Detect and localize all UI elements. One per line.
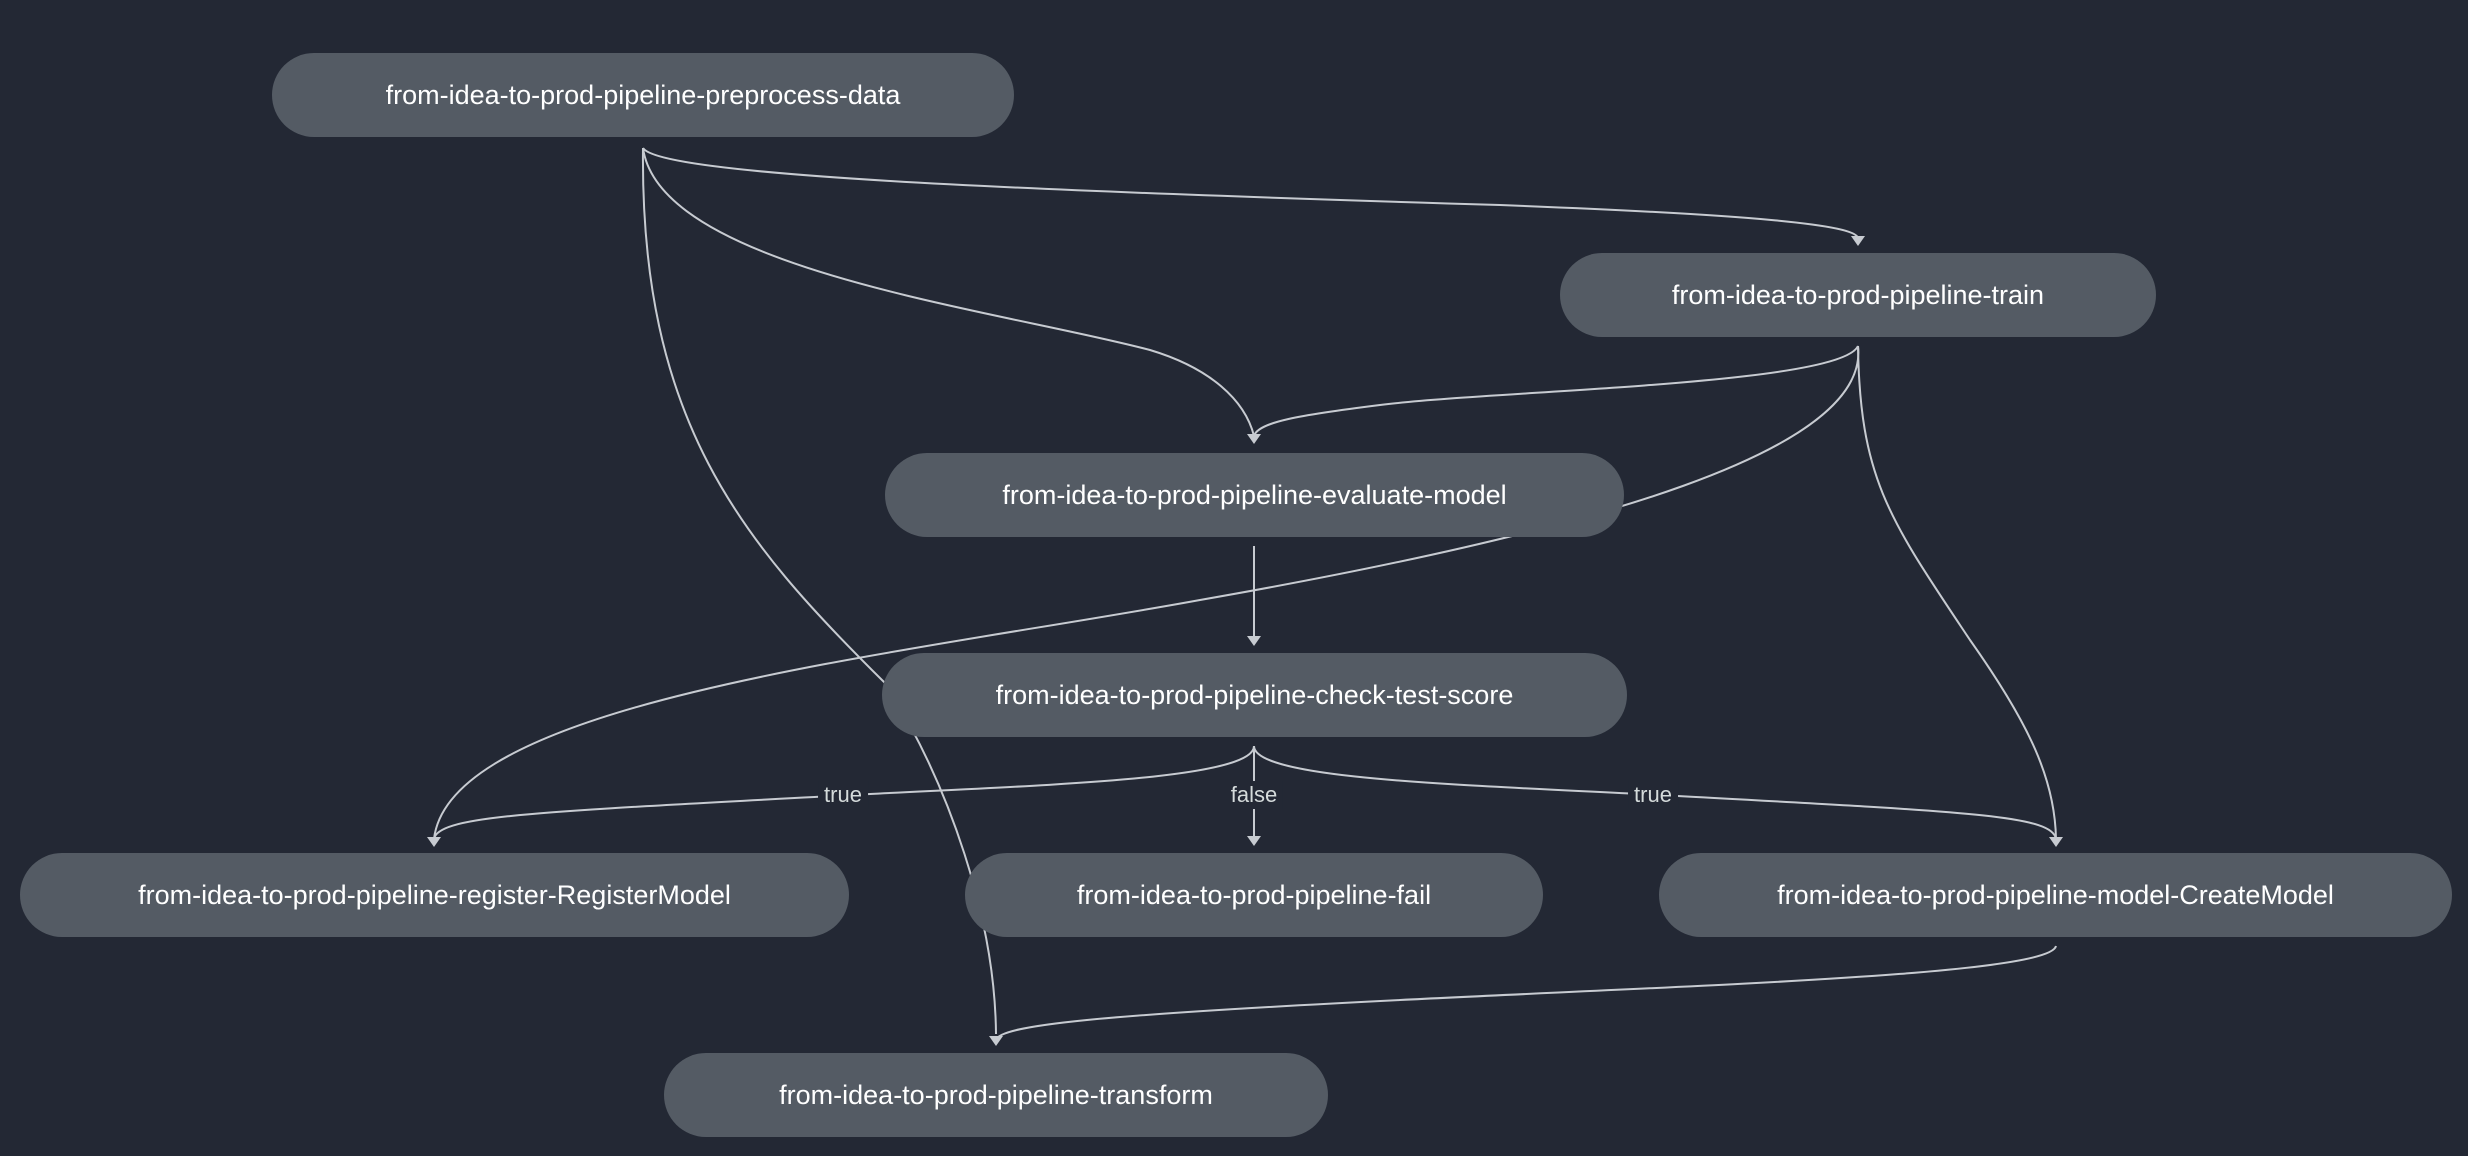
step-node-create-model[interactable]: from-idea-to-prod-pipeline-model-CreateM… [1659, 853, 2452, 937]
arrowhead-register [427, 837, 441, 847]
arrowhead-create-model [2049, 837, 2063, 847]
step-label-preprocess-data: from-idea-to-prod-pipeline-preprocess-da… [385, 79, 901, 110]
edge-preprocess-to-evaluate [642, 147, 1255, 437]
arrowhead-transform [989, 1036, 1003, 1046]
step-node-register-model[interactable]: from-idea-to-prod-pipeline-register-Regi… [20, 853, 849, 937]
step-node-evaluate-model[interactable]: from-idea-to-prod-pipeline-evaluate-mode… [885, 453, 1624, 537]
step-label-train: from-idea-to-prod-pipeline-train [1671, 279, 2045, 310]
edge-create-model-to-transform [995, 945, 2057, 1041]
step-node-fail[interactable]: from-idea-to-prod-pipeline-fail [965, 853, 1543, 937]
arrowhead-evaluate [1247, 434, 1261, 444]
arrowhead-check [1247, 636, 1261, 646]
step-node-train[interactable]: from-idea-to-prod-pipeline-train [1560, 253, 2156, 337]
step-label-check-test-score: from-idea-to-prod-pipeline-check-test-sc… [995, 679, 1514, 710]
edge-train-to-create-model [1857, 345, 2057, 840]
step-node-preprocess-data[interactable]: from-idea-to-prod-pipeline-preprocess-da… [272, 53, 1014, 137]
step-label-evaluate-model: from-idea-to-prod-pipeline-evaluate-mode… [1002, 479, 1507, 510]
arrowhead-train [1851, 236, 1865, 246]
arrowhead-fail [1247, 836, 1261, 846]
step-label-transform: from-idea-to-prod-pipeline-transform [779, 1079, 1213, 1110]
edge-label-true-create-model: true [1628, 781, 1678, 809]
edge-train-to-evaluate [1253, 345, 1859, 437]
step-node-transform[interactable]: from-idea-to-prod-pipeline-transform [664, 1053, 1328, 1137]
edge-label-true-register: true [818, 781, 868, 809]
edge-preprocess-to-train [642, 147, 1859, 239]
step-label-register-model: from-idea-to-prod-pipeline-register-Regi… [138, 879, 731, 910]
edge-label-false-fail: false [1224, 781, 1284, 809]
step-label-fail: from-idea-to-prod-pipeline-fail [1076, 879, 1432, 910]
edge-train-to-register [433, 345, 1860, 840]
step-label-create-model: from-idea-to-prod-pipeline-model-CreateM… [1777, 879, 2334, 910]
step-node-check-test-score[interactable]: from-idea-to-prod-pipeline-check-test-sc… [882, 653, 1627, 737]
